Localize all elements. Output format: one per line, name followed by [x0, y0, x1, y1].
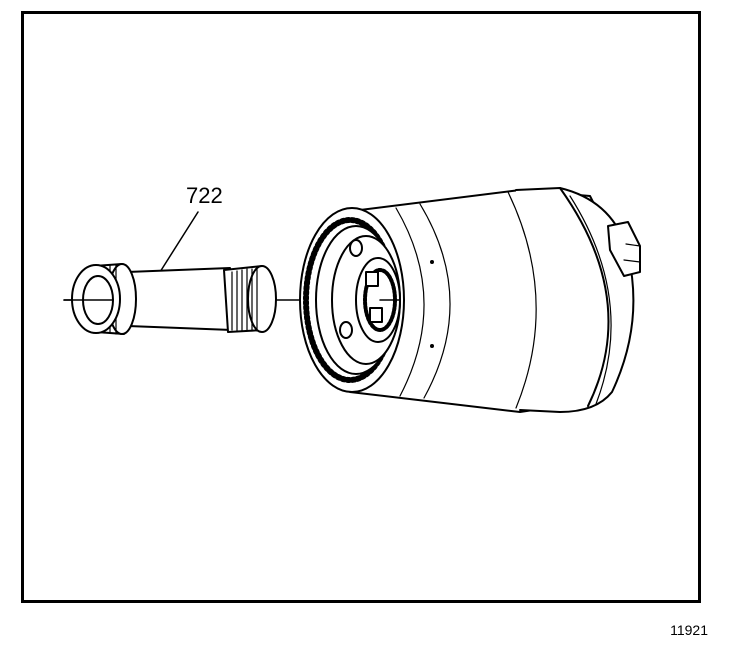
callout-label: 722: [186, 183, 223, 208]
figure-number: 11921: [670, 622, 708, 638]
illustration-frame: [21, 11, 701, 603]
housing-assembly: [299, 187, 641, 413]
shaft-part: [63, 263, 277, 335]
callout-leader: [159, 211, 199, 273]
